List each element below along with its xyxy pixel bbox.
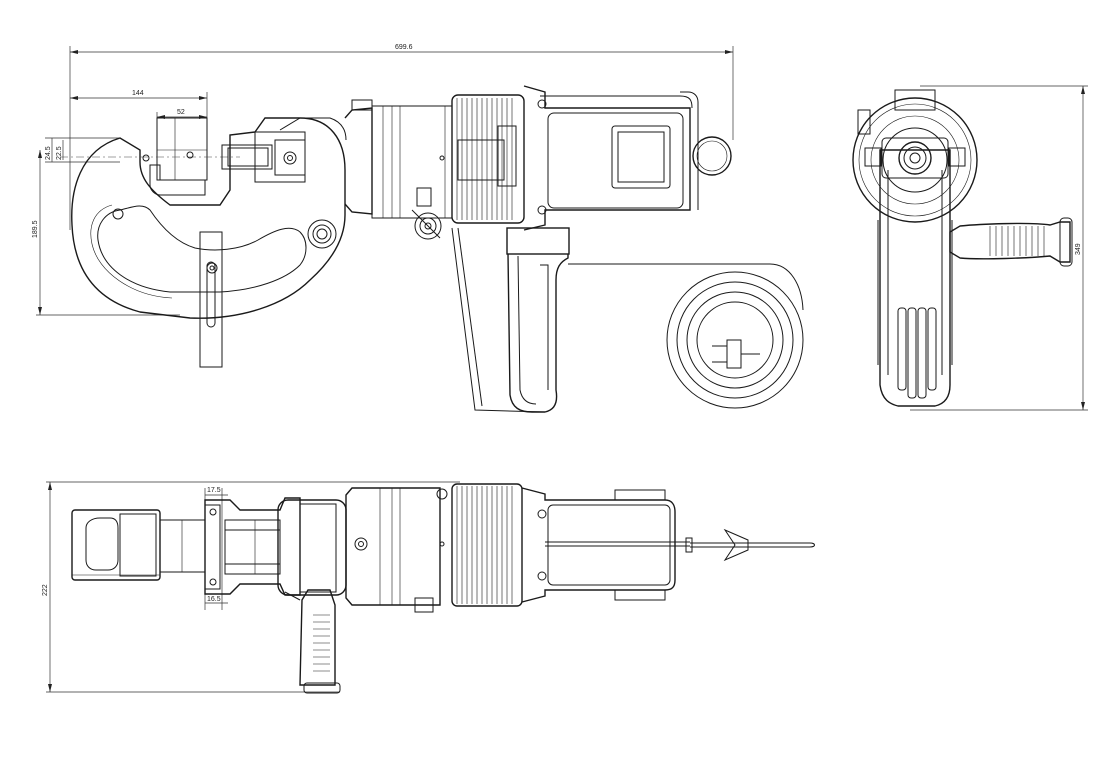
- dimension-jaw-opening: 52: [156, 109, 207, 178]
- front-view: 349: [852, 85, 1088, 411]
- stopper-bar: [199, 231, 223, 368]
- switch-knob: [411, 187, 442, 240]
- dim-jaw-opening: 52: [177, 109, 185, 116]
- side-handle: [451, 227, 770, 413]
- top-handle: [284, 589, 434, 694]
- plug-icon: [723, 528, 749, 562]
- dim-total-height: 349: [1075, 243, 1082, 255]
- top-cylinder: [277, 487, 448, 606]
- pin: [142, 154, 150, 162]
- dimension-total-height: 349: [910, 85, 1088, 411]
- top-housing: [521, 487, 676, 603]
- cylinder: [344, 99, 453, 219]
- dimension-total-width: 222: [42, 481, 460, 693]
- motor-ring: [451, 94, 525, 224]
- dim-jaw-depth-b: 22.5: [56, 146, 63, 160]
- top-cord: [545, 528, 815, 562]
- top-motor-ring: [451, 483, 523, 607]
- dim-top-width-b: 16.5: [207, 596, 221, 603]
- gear-ring: [852, 97, 978, 223]
- dim-jaw-depth-a: 24.5: [45, 146, 52, 160]
- rear-cap: [692, 136, 732, 176]
- dim-overall-length: 699.6: [395, 44, 413, 51]
- pin: [186, 151, 194, 159]
- dim-total-width: 222: [42, 584, 49, 596]
- dimension-overall-length: 699.6: [69, 44, 734, 230]
- dimension-jaw-depth: 24.5 22.5: [45, 137, 120, 163]
- dim-jaw-length: 144: [132, 90, 144, 97]
- c-frame: [71, 117, 346, 319]
- motor-housing: [523, 85, 699, 231]
- dim-front-height: 189.5: [32, 220, 39, 238]
- yoke: [204, 497, 301, 596]
- power-cord: [666, 263, 804, 409]
- front-side-handle: [949, 217, 1073, 267]
- top-view: 222 17.5 16.5: [42, 481, 815, 694]
- release-knob: [307, 219, 337, 249]
- plug-icon: [712, 339, 760, 369]
- side-view: 699.6 144 52 24.5 22.5: [32, 44, 804, 413]
- dimension-jaw-length: 144: [70, 90, 208, 180]
- center-bore: [898, 141, 932, 175]
- dimension-front-height: 189.5: [32, 150, 180, 316]
- dim-top-width-a: 17.5: [207, 487, 221, 494]
- ram: [221, 117, 347, 183]
